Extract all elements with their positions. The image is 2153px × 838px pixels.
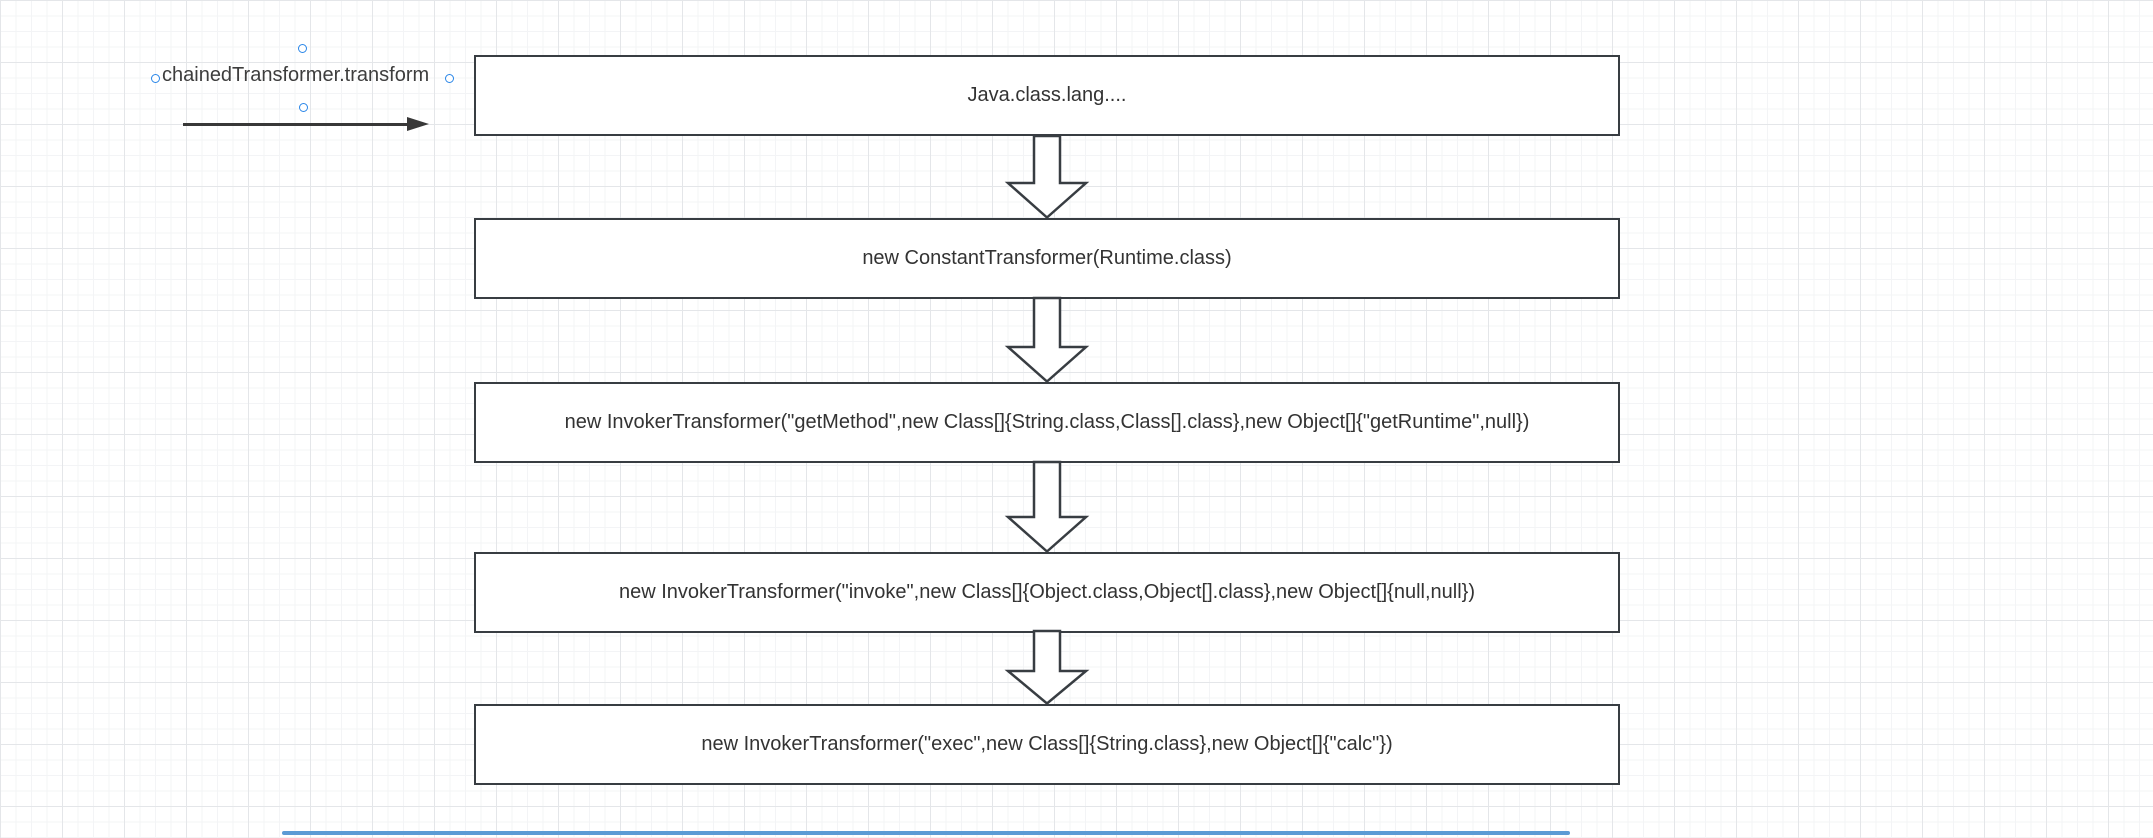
connection-handle-right-icon[interactable]	[445, 74, 454, 83]
flow-node-invoker-exec[interactable]: new InvokerTransformer("exec",new Class[…	[474, 704, 1620, 785]
flow-node-invoker-invoke[interactable]: new InvokerTransformer("invoke",new Clas…	[474, 552, 1620, 633]
down-block-arrow-icon[interactable]	[1004, 134, 1090, 220]
connection-handle-left-icon[interactable]	[151, 74, 160, 83]
arrowhead-right-icon	[407, 117, 429, 131]
horizontal-scrollbar[interactable]	[282, 831, 1570, 835]
connection-handle-top-icon[interactable]	[298, 44, 307, 53]
connector-line	[183, 123, 415, 126]
connection-handle-bottom-icon[interactable]	[299, 103, 308, 112]
chained-transformer-label[interactable]: chainedTransformer.transform	[162, 64, 430, 86]
right-arrow-connector[interactable]	[183, 117, 429, 131]
down-block-arrow-icon[interactable]	[1004, 460, 1090, 554]
flow-node-constant-transformer[interactable]: new ConstantTransformer(Runtime.class)	[474, 218, 1620, 299]
down-block-arrow-icon[interactable]	[1004, 296, 1090, 384]
down-block-arrow-icon[interactable]	[1004, 629, 1090, 706]
flow-node-java-class-lang[interactable]: Java.class.lang....	[474, 55, 1620, 136]
flow-node-invoker-getmethod[interactable]: new InvokerTransformer("getMethod",new C…	[474, 382, 1620, 463]
